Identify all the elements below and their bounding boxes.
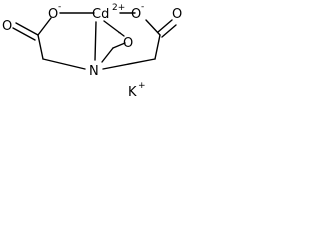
- bond-cd-to-middle-o: [103, 20, 125, 37]
- charge-left-anion-o: -: [58, 2, 61, 12]
- charge-right-anion-o: -: [141, 2, 144, 12]
- bond-left-carbonyl-double-b: [12, 27, 36, 41]
- atom-cd: Cd: [92, 7, 109, 22]
- structure-svg: O O - Cd 2+ O - O N O - K +: [2, 2, 182, 100]
- bond-left-carboxyl-to-ch2: [37, 34, 44, 60]
- atom-right-anion-o: O: [131, 7, 141, 22]
- atom-n: N: [89, 64, 99, 79]
- bond-right-carboxyl-to-ch2: [154, 34, 161, 60]
- atom-left-anion-o: O: [48, 7, 58, 22]
- bond-right-ch2-to-n: [102, 58, 156, 70]
- bond-right-o-to-carboxyl: [145, 19, 161, 36]
- atom-middle-anion-o: O: [123, 36, 133, 51]
- bond-middle-ch2-to-o: [112, 42, 126, 49]
- atom-right-carbonyl-o: O: [172, 7, 182, 22]
- bond-n-to-middle-ch2: [101, 47, 114, 63]
- chemical-structure-diagram: O O - Cd 2+ O - O N O - K +: [0, 0, 197, 100]
- bond-left-ch2-to-n: [42, 58, 86, 70]
- bond-cd-to-n: [94, 21, 97, 61]
- counter-ion-k: K: [128, 85, 137, 100]
- charge-cd: 2+: [112, 3, 125, 13]
- bond-left-carbonyl-double-a: [15, 22, 39, 36]
- bond-right-carbonyl-double-b: [161, 24, 177, 38]
- atom-left-carbonyl-o: O: [2, 19, 12, 34]
- bond-left-carboxyl-to-o: [37, 17, 52, 36]
- bond-right-carbonyl-double-a: [157, 19, 173, 33]
- charge-middle-anion-o: -: [118, 28, 121, 38]
- counter-ion-k-charge: +: [138, 81, 146, 91]
